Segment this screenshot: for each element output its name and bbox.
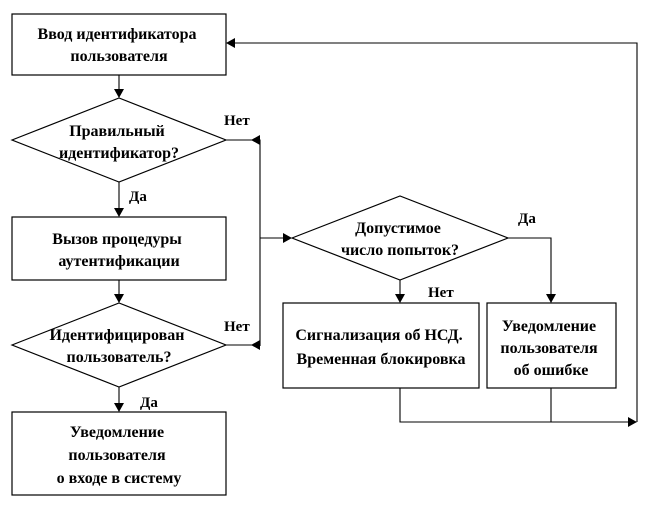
- connector-alarm-out: [399, 388, 630, 423]
- arrowhead: [114, 294, 124, 303]
- label-attempts-no: Нет: [428, 285, 454, 301]
- arrowhead: [114, 89, 124, 98]
- attempts-text: Допустимое число попыток?: [341, 220, 459, 259]
- enter-id-box: [11, 13, 227, 76]
- attempts-diamond: [290, 195, 510, 281]
- enter-id-text: Ввод идентификатора пользователя: [38, 26, 201, 65]
- call-auth-text: Вызов процедуры аутентификации: [52, 231, 185, 270]
- label-check-id-no: Нет: [224, 113, 250, 129]
- arrowhead: [114, 208, 124, 217]
- is-identified-diamond: [10, 302, 228, 388]
- arrowhead: [114, 403, 124, 412]
- notify-login-box: [11, 411, 227, 496]
- arrowhead: [226, 38, 235, 48]
- connector-check-no: [226, 139, 261, 346]
- alarm-box: [282, 302, 480, 389]
- label-check-id-yes: Да: [129, 189, 147, 205]
- is-identified-text: Идентифицирован пользователь?: [49, 327, 188, 366]
- arrowhead: [251, 340, 260, 350]
- arrowhead: [395, 294, 405, 303]
- arrowhead: [628, 417, 637, 427]
- arrowhead: [546, 294, 556, 303]
- check-id-text: Правильный идентификатор?: [59, 123, 179, 162]
- alarm-text: Сигнализация об НСД. Временная блокировк…: [295, 327, 466, 368]
- notify-error-box: [486, 302, 617, 389]
- label-attempts-yes: Да: [518, 211, 536, 227]
- notify-login-text: Уведомление пользователя о входе в систе…: [57, 424, 182, 487]
- arrowhead: [251, 135, 260, 145]
- notify-error-text: Уведомление пользователя об ошибке: [500, 318, 601, 379]
- arrowhead: [283, 233, 292, 243]
- label-is-identified-yes: Да: [140, 395, 158, 411]
- label-is-identified-no: Нет: [224, 319, 250, 335]
- check-id-diamond: [10, 97, 228, 183]
- connector-return-loop: [233, 42, 638, 422]
- call-auth-box: [11, 216, 227, 281]
- connector-attempts-yes: [508, 237, 552, 296]
